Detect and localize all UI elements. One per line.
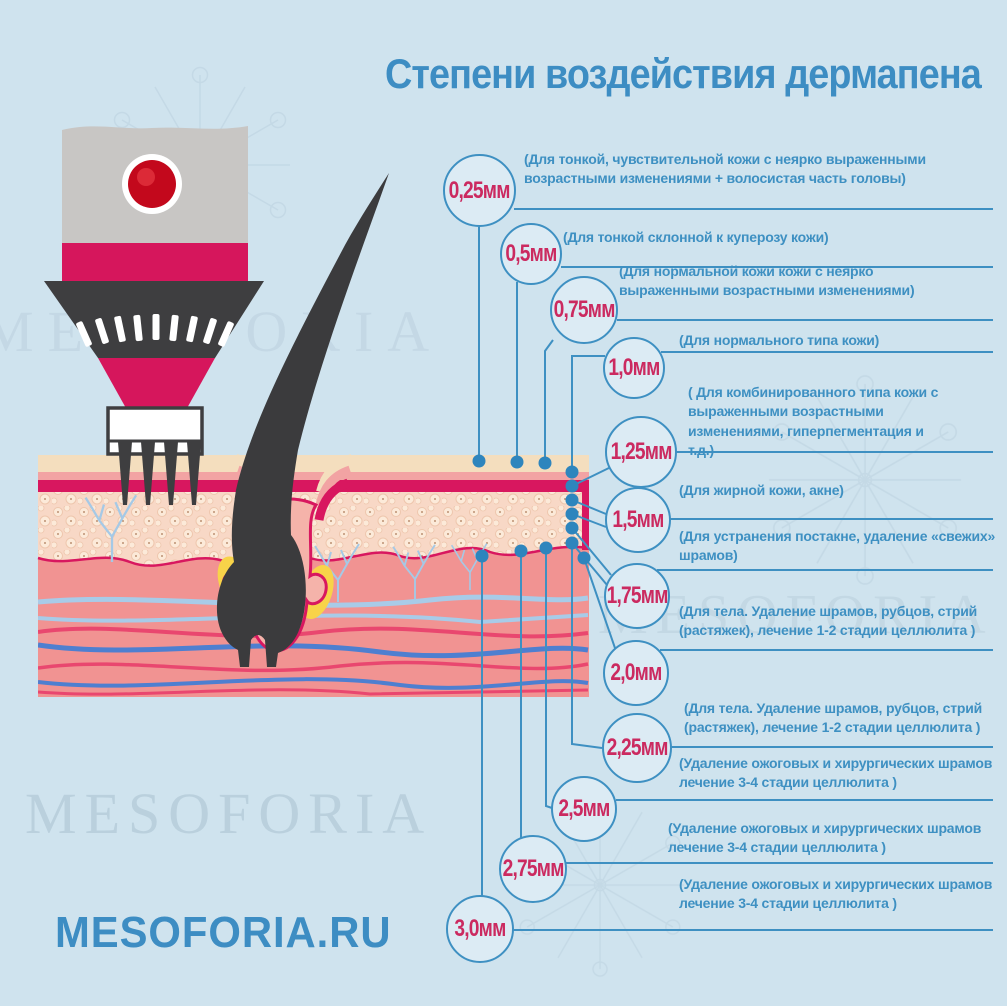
watermark-text: MESOFORIA	[25, 781, 433, 846]
depth-description: (Удаление ожоговых и хирургических шрамо…	[668, 820, 982, 856]
depth-label: 2,75мм	[502, 855, 565, 882]
depth-circle-10: 1,0мм	[603, 337, 665, 399]
nerve-endings	[84, 494, 488, 602]
depth-label: 0,25мм	[449, 176, 511, 204]
depth-label: 2,5мм	[558, 795, 610, 822]
depth-description: (Для тела. Удаление шрамов, рубцов, стри…	[684, 700, 983, 736]
depth-circle-275: 2,75мм	[499, 835, 567, 903]
depth-circle-125: 1,25мм	[605, 416, 677, 488]
device-button	[128, 160, 176, 208]
depth-circle-30: 3,0мм	[446, 895, 514, 963]
depth-circle-025: 0,25мм	[443, 154, 516, 227]
page-title: Степени воздействия дермапена	[385, 50, 982, 97]
depth-marker-dots	[472, 454, 591, 565]
needle-cartridge	[106, 406, 204, 505]
depth-description: (Для устранения постакне, удаление «свеж…	[679, 528, 996, 564]
hair-shaft	[216, 173, 389, 667]
depth-label: 3,0мм	[454, 915, 506, 942]
depth-label: 2,25мм	[606, 734, 669, 761]
depth-label: 1,5мм	[612, 506, 664, 533]
dermapen-device	[44, 126, 264, 505]
depth-description: (Для нормальной кожи кожи с неярко выраж…	[619, 263, 915, 299]
depth-label: 1,75мм	[606, 582, 669, 609]
depth-circle-175: 1,75мм	[604, 563, 670, 629]
depth-label: 0,5мм	[505, 240, 557, 267]
depth-description: (Для нормального типа кожи)	[679, 332, 880, 348]
depth-description: ( Для комбинированного типа кожи с выраж…	[688, 384, 939, 458]
depth-label: 0,75мм	[553, 296, 616, 323]
depth-circle-25: 2,5мм	[551, 776, 617, 842]
depth-marker-lines	[478, 227, 617, 897]
depth-circle-075: 0,75мм	[550, 276, 618, 344]
depth-description: (Для тонкой склонной к куперозу кожи)	[563, 229, 829, 245]
depth-description: (Удаление ожоговых и хирургических шрамо…	[679, 876, 993, 912]
depth-label: 2,0мм	[610, 659, 662, 686]
depth-circle-225: 2,25мм	[602, 713, 672, 783]
depth-description: (Для тонкой, чувствительной кожи с неярк…	[524, 151, 926, 187]
depth-circle-05: 0,5мм	[500, 223, 562, 285]
depth-description: (Для тела. Удаление шрамов, рубцов, стри…	[679, 603, 978, 639]
depth-description: (Удаление ожоговых и хирургических шрамо…	[679, 755, 993, 791]
depth-circle-20: 2,0мм	[603, 640, 669, 706]
site-url: MESOFORIA.RU	[55, 908, 392, 957]
depth-label: 1,0мм	[608, 354, 660, 381]
depth-label: 1,25мм	[610, 438, 673, 465]
depth-circle-15: 1,5мм	[605, 487, 671, 553]
hair-follicle	[216, 173, 389, 667]
description-rule-lines	[513, 208, 993, 931]
device-vents	[76, 314, 234, 347]
depth-description: (Для жирной кожи, акне)	[679, 482, 844, 498]
